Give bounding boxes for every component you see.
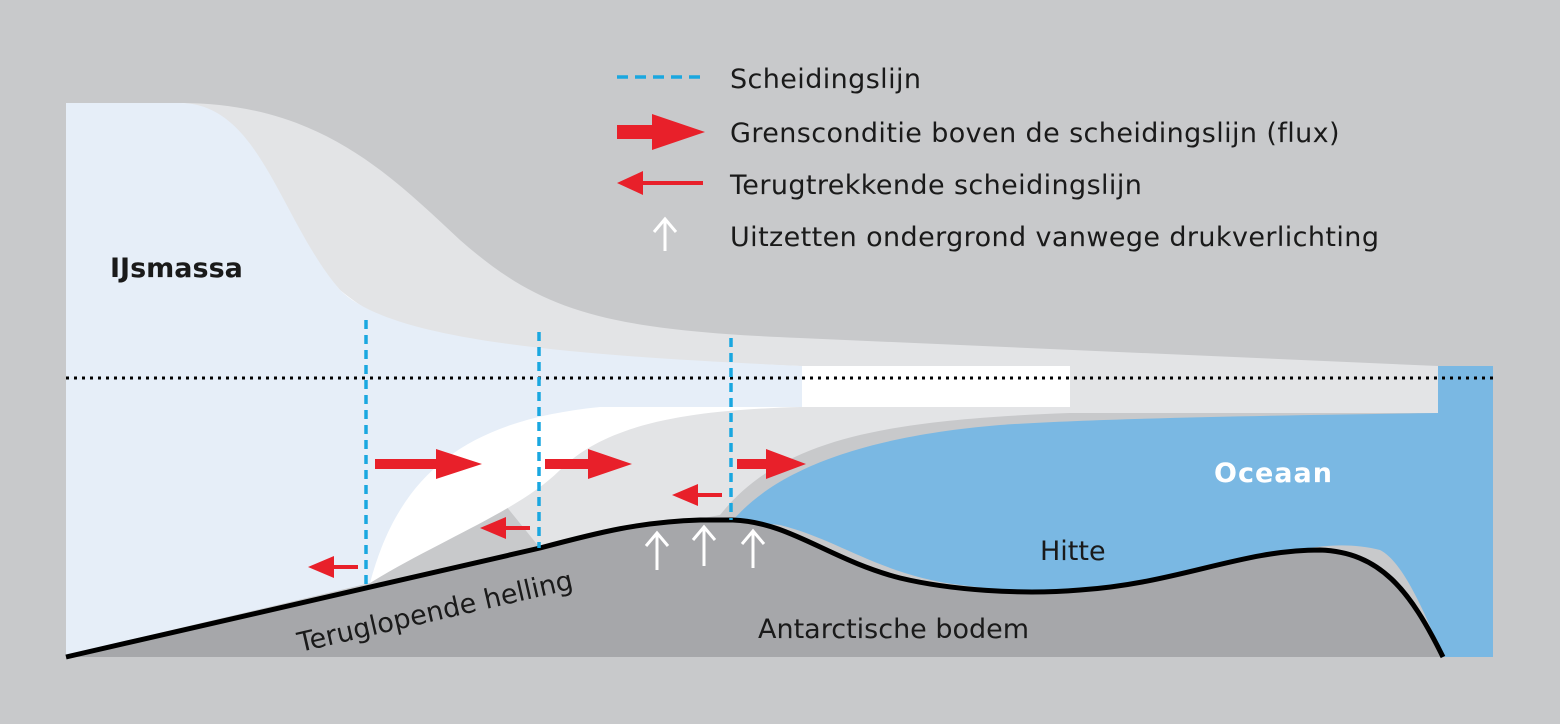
retreat-arrow-1	[308, 556, 358, 578]
label-ice-mass: IJsmassa	[110, 253, 243, 284]
legend-grounding-line: Scheidingslijn	[730, 64, 921, 95]
flux-arrow-1	[375, 449, 482, 479]
label-ocean: Oceaan	[1214, 458, 1333, 489]
retreat-arrow-2	[480, 517, 530, 539]
uplift-arrow-2	[691, 524, 717, 566]
legend: Scheidingslijn Grensconditie boven de sc…	[617, 64, 1379, 253]
legend-arrow-up-icon	[652, 216, 678, 251]
legend-retreating-line: Terugtrekkende scheidingslijn	[729, 170, 1142, 201]
bed-outline	[65, 517, 1446, 660]
flux-arrow-2	[545, 449, 632, 479]
antarctic-bed	[66, 520, 1443, 657]
legend-flux-boundary: Grensconditie boven de scheidingslijn (f…	[730, 118, 1340, 149]
legend-arrow-left-icon	[617, 171, 703, 195]
ocean	[733, 366, 1493, 657]
label-bed: Antarctische bodem	[758, 614, 1029, 645]
uplift-arrow-1	[644, 530, 670, 570]
legend-arrow-right-icon	[617, 114, 705, 150]
legend-uplift: Uitzetten ondergrond vanwege drukverlich…	[730, 222, 1379, 253]
retreat-arrow-3	[672, 484, 722, 506]
flux-arrow-3	[737, 449, 806, 479]
uplift-arrow-3	[740, 528, 766, 568]
label-heat: Hitte	[1040, 536, 1106, 567]
